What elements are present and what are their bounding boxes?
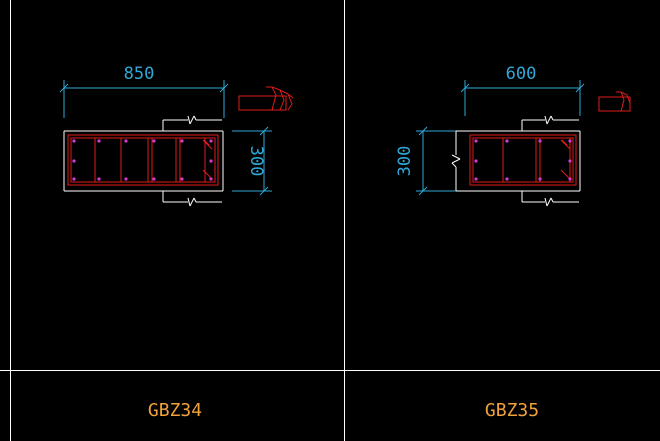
dimension-height-gbz35 bbox=[416, 126, 456, 196]
column-label-gbz35: GBZ35 bbox=[485, 400, 539, 421]
column-detail-gbz34[interactable]: 850 300 bbox=[59, 64, 294, 421]
section-outline-gbz34 bbox=[63, 115, 224, 207]
section-symbol-gbz34 bbox=[238, 86, 294, 111]
rebar-dots-gbz34 bbox=[72, 139, 213, 181]
rebar-dots-gbz35 bbox=[474, 139, 572, 181]
dimension-width-label: 600 bbox=[506, 64, 537, 84]
dimension-height-label: 300 bbox=[246, 146, 266, 177]
section-symbol-gbz35 bbox=[598, 91, 631, 112]
dimension-height-gbz34 bbox=[232, 126, 272, 196]
rebar-cage-gbz34 bbox=[67, 134, 219, 186]
dimension-height-label: 300 bbox=[395, 146, 415, 177]
dimension-width-gbz34 bbox=[59, 80, 229, 118]
rebar-cage-gbz35 bbox=[469, 134, 577, 186]
dimension-width-label: 850 bbox=[124, 64, 155, 84]
column-label-gbz34: GBZ34 bbox=[148, 400, 202, 421]
column-detail-gbz35[interactable]: 600 300 bbox=[395, 64, 631, 421]
dimension-width-gbz35 bbox=[460, 80, 585, 116]
section-outline-gbz35 bbox=[451, 115, 581, 207]
